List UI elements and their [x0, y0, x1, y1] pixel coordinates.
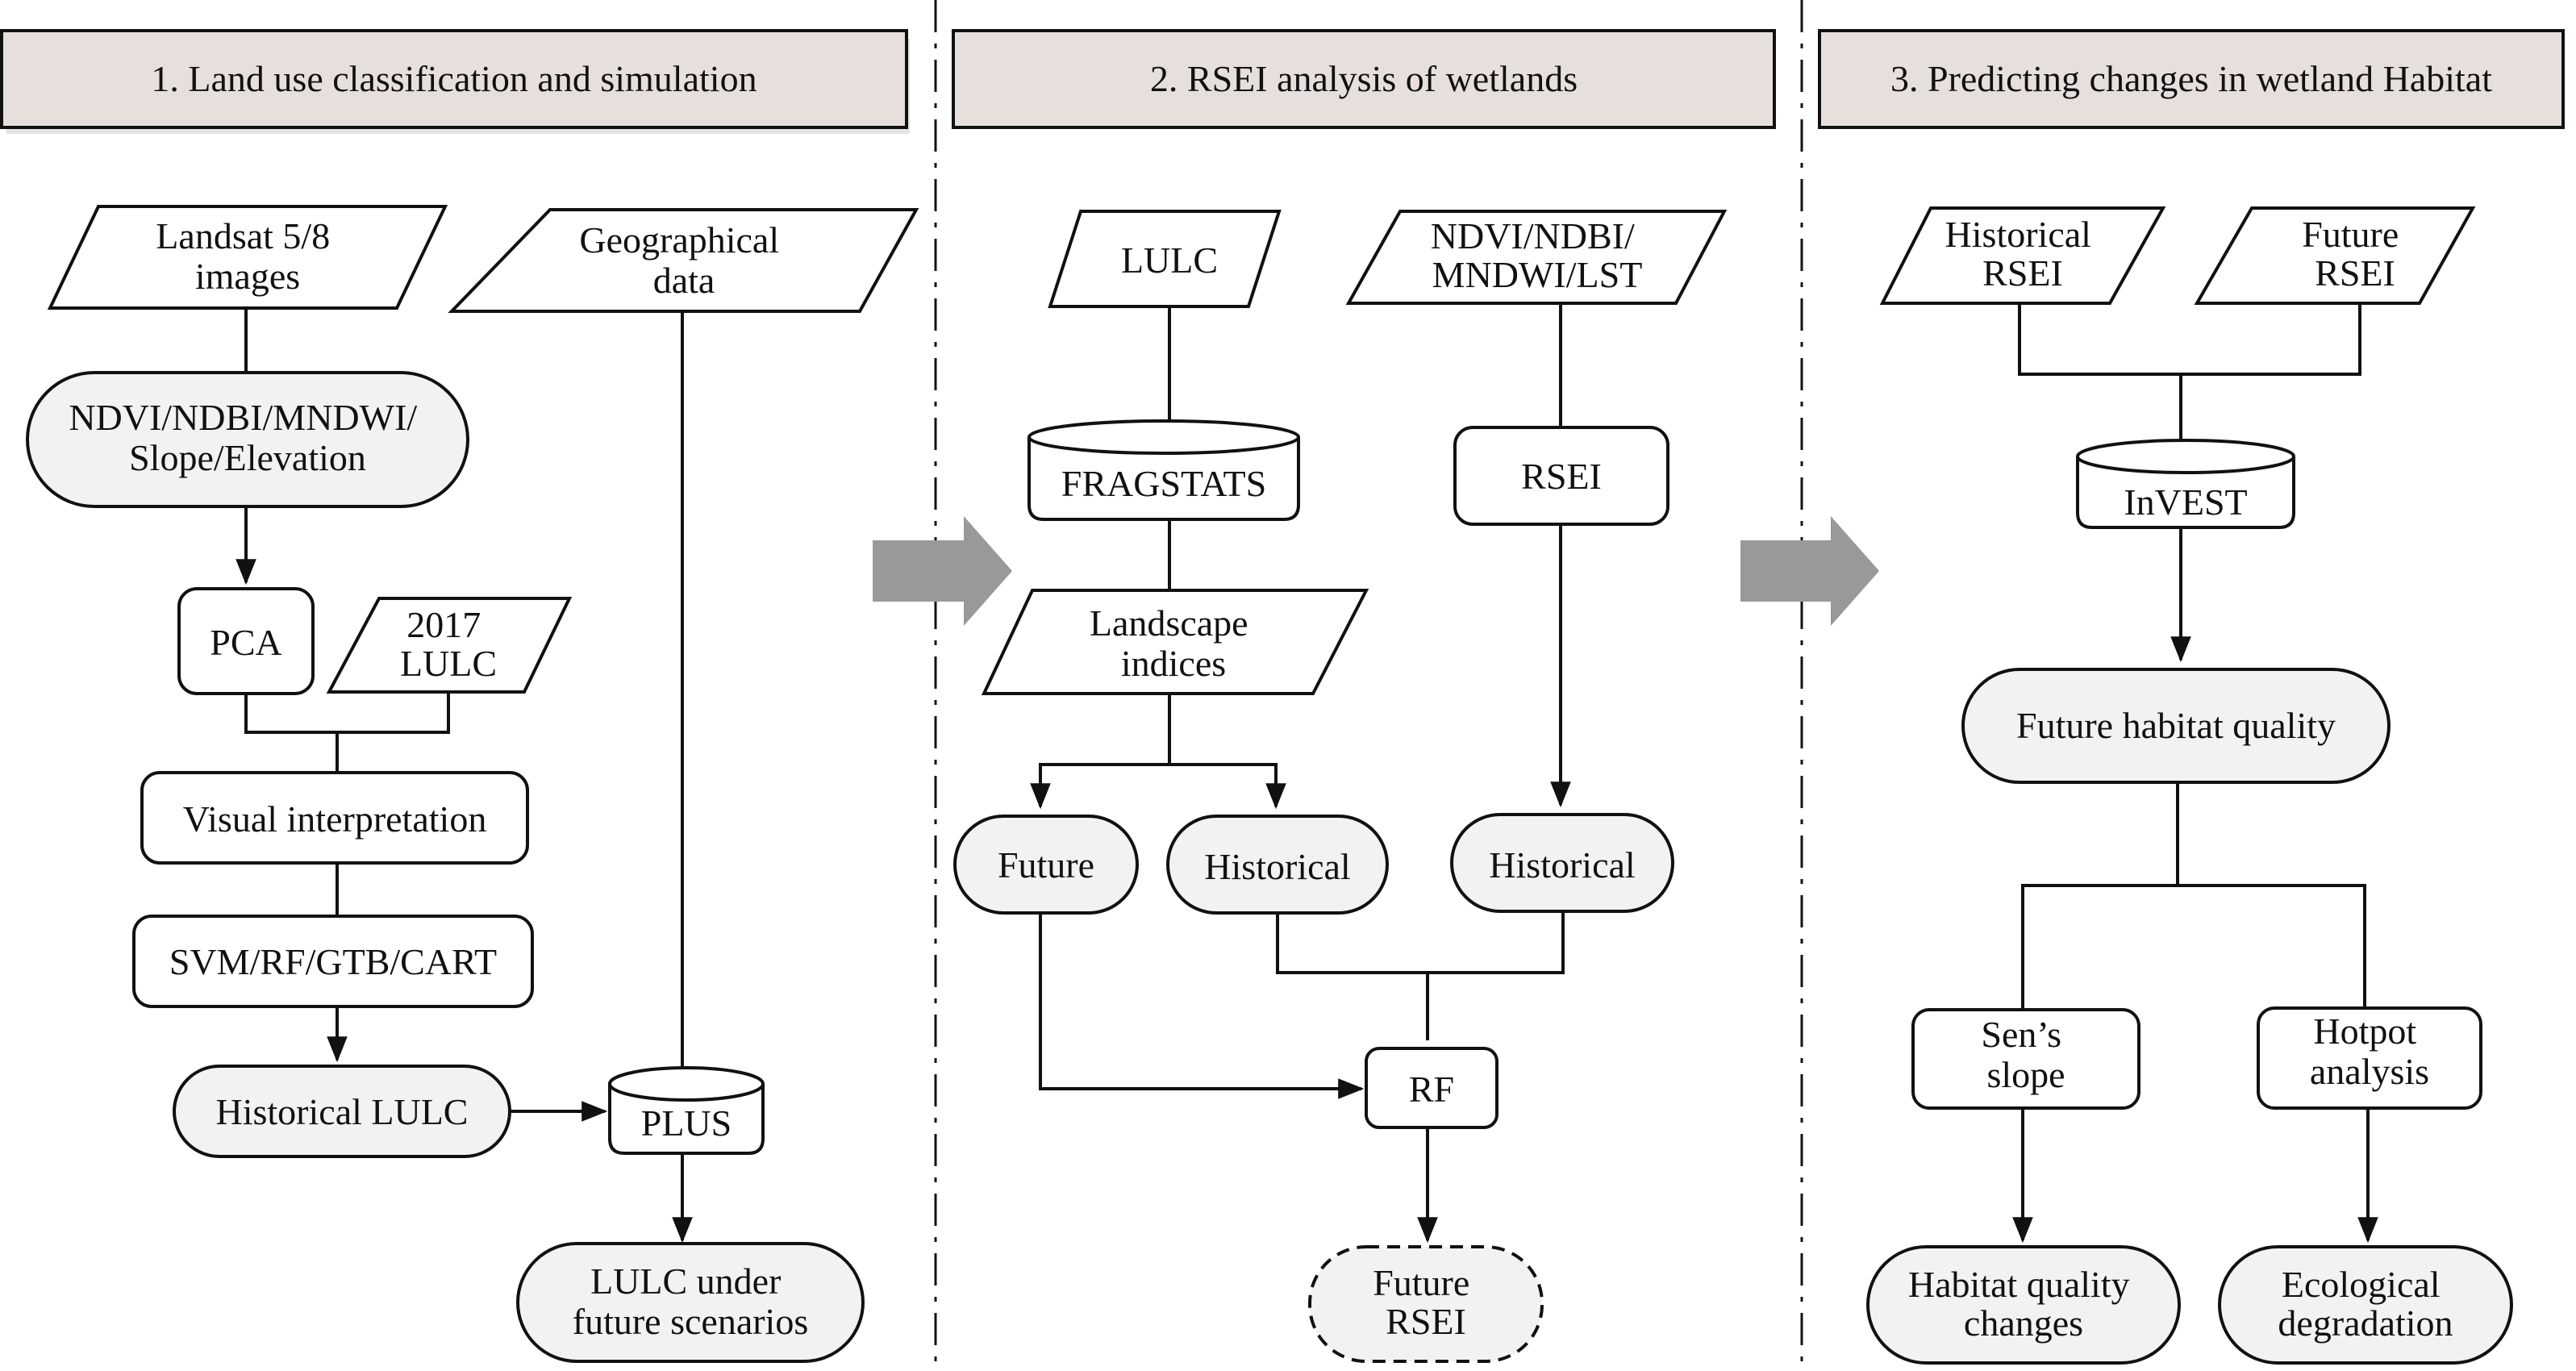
lulc-2017-line-2: LULC — [400, 643, 497, 684]
future-lulc-line-2: future scenarios — [573, 1301, 809, 1342]
landsat-images-node: Landsat 5/8 images — [47, 205, 448, 310]
landsat-line-2: images — [195, 256, 300, 297]
ecological-degradation-node: Ecological degradation — [2218, 1245, 2513, 1365]
rf-node: RF — [1365, 1047, 1498, 1129]
svg-text:Future RSEI: Future RSEI — [2302, 214, 2408, 294]
historical-rsei-label: Historical — [1489, 844, 1635, 886]
eco-deg-line-2: degradation — [2278, 1302, 2453, 1344]
fragstats-node: FRAGSTATS — [1027, 419, 1300, 521]
invest-model-node: InVEST — [2076, 439, 2295, 529]
rf-label: RF — [1409, 1069, 1454, 1110]
future-lulc-node: LULC under future scenarios — [516, 1242, 865, 1363]
fragstats-label: FRAGSTATS — [1061, 463, 1267, 504]
visual-interpretation-label: Visual interpretation — [183, 798, 487, 840]
section-title-3: 3. Predicting changes in wetland Habitat — [1890, 58, 2492, 99]
svg-text:Habitat quality changes: Habitat quality changes — [1908, 1264, 2139, 1344]
future-habitat-quality-node: Future habitat quality — [1961, 668, 2391, 784]
lulc-2017-line-1: 2017 — [406, 604, 481, 645]
indices-line-1: NDVI/NDBI/MNDWI/ — [69, 397, 417, 438]
future-rsei-input-node: Future RSEI — [2194, 206, 2476, 305]
classifiers-label: SVM/RF/GTB/CART — [169, 941, 497, 982]
svg-text:Landscape indices: Landscape indices — [1090, 602, 1257, 684]
sens-slope-node: Sen’s slope — [1911, 1008, 2140, 1110]
hotpot-line-2: analysis — [2310, 1051, 2429, 1092]
habitat-quality-changes-node: Habitat quality changes — [1866, 1245, 2181, 1365]
classifiers-node: SVM/RF/GTB/CART — [132, 915, 534, 1008]
historical-lulc-node: Historical LULC — [173, 1065, 511, 1158]
landsat-line-1: Landsat 5/8 — [156, 215, 330, 256]
plus-model-node: PLUS — [608, 1066, 765, 1155]
section-header-1: 1. Land use classification and simulatio… — [0, 29, 910, 134]
remote-indices-line-2: MNDWI/LST — [1432, 254, 1643, 295]
future-rsei-line-2: RSEI — [1386, 1301, 1466, 1342]
landscape-line-2: indices — [1121, 643, 1226, 684]
lulc-input-node: LULC — [1048, 210, 1282, 308]
geo-line-1: Geographical — [579, 219, 779, 260]
future-label: Future — [998, 844, 1094, 886]
section-flow-arrow-1 — [873, 516, 1012, 626]
future-lulc-line-1: LULC under — [590, 1261, 781, 1302]
section-header-2: 2. RSEI analysis of wetlands — [952, 29, 1776, 129]
remote-indices-node: NDVI/NDBI/ MNDWI/LST — [1345, 210, 1728, 305]
sens-slope-line-1: Sen’s — [1981, 1014, 2061, 1055]
svg-text:NDVI/NDBI/MNDWI/ Slope/E: NDVI/NDBI/MNDWI/ Slope/Elevation — [69, 397, 426, 478]
svg-text:Ecological degradation: Ecological degradation — [2278, 1264, 2453, 1344]
indices-line-2: Slope/Elevation — [129, 437, 366, 478]
visual-interpretation-node: Visual interpretation — [140, 771, 529, 865]
geo-line-2: data — [653, 260, 715, 301]
future-node: Future — [953, 815, 1139, 915]
svg-text:Landsat 5/8 images: Landsat 5/8 images — [156, 215, 339, 297]
svg-text:NDVI/NDBI/ MNDWI/LST: NDVI/NDBI/ MNDWI/LST — [1431, 215, 1644, 295]
historical-landscape-label: Historical — [1204, 846, 1350, 887]
hist-rsei-line-2: RSEI — [1982, 252, 2063, 294]
hq-changes-line-1: Habitat quality — [1908, 1264, 2130, 1305]
sens-slope-line-2: slope — [1986, 1054, 2065, 1095]
invest-label: InVEST — [2124, 481, 2247, 523]
section-header-3: 3. Predicting changes in wetland Habitat — [1818, 29, 2565, 129]
plus-label: PLUS — [641, 1102, 732, 1144]
svg-text:Geographical data: Geographical data — [579, 219, 788, 301]
future-habitat-quality-label: Future habitat quality — [2016, 705, 2336, 746]
landscape-indices-node: Landscape indices — [981, 589, 1369, 695]
pca-node: PCA — [177, 587, 315, 695]
hist-rsei-line-1: Historical — [1945, 214, 2091, 255]
pca-label: PCA — [210, 622, 281, 663]
section-title-2: 2. RSEI analysis of wetlands — [1150, 58, 1578, 99]
hotpot-line-1: Hotpot — [2313, 1011, 2416, 1052]
section-title-1: 1. Land use classification and simulatio… — [151, 58, 757, 99]
spectral-indices-node: NDVI/NDBI/MNDWI/ Slope/Elevation — [26, 371, 469, 508]
lulc-input-label: LULC — [1121, 240, 1218, 281]
svg-text:Hotpot analysis: Hotpot analysis — [2310, 1011, 2429, 1092]
section-flow-arrow-2 — [1740, 516, 1879, 626]
fut-rsei-line-2: RSEI — [2315, 252, 2395, 294]
svg-text:Sen’s slope: Sen’s slope — [1981, 1014, 2070, 1095]
svg-text:2017 LULC: 2017 LULC — [400, 604, 497, 684]
rsei-node: RSEI — [1453, 426, 1669, 526]
svg-text:Historical RSEI: Historical RSEI — [1945, 214, 2101, 294]
lulc-2017-node: 2017 LULC — [326, 597, 573, 694]
eco-deg-line-1: Ecological — [2282, 1264, 2441, 1305]
fut-rsei-line-1: Future — [2302, 214, 2399, 255]
future-rsei-node: Future RSEI — [1308, 1245, 1544, 1363]
rsei-label: RSEI — [1521, 456, 1602, 497]
remote-indices-line-1: NDVI/NDBI/ — [1431, 215, 1635, 256]
svg-text:LULC under future scenar: LULC under future scenarios — [573, 1261, 809, 1342]
hq-changes-line-2: changes — [1964, 1302, 2083, 1344]
historical-rsei-input-node: Historical RSEI — [1879, 206, 2166, 305]
historical-lulc-label: Historical LULC — [216, 1091, 469, 1132]
historical-landscape-node: Historical — [1166, 815, 1389, 915]
landscape-line-1: Landscape — [1090, 602, 1248, 644]
geographical-data-node: Geographical data — [448, 208, 919, 313]
hotpot-analysis-node: Hotpot analysis — [2257, 1006, 2482, 1110]
svg-text:Future RSEI: Future RSEI — [1373, 1262, 1479, 1342]
future-rsei-line-1: Future — [1373, 1262, 1469, 1303]
historical-rsei-node: Historical — [1450, 813, 1674, 913]
